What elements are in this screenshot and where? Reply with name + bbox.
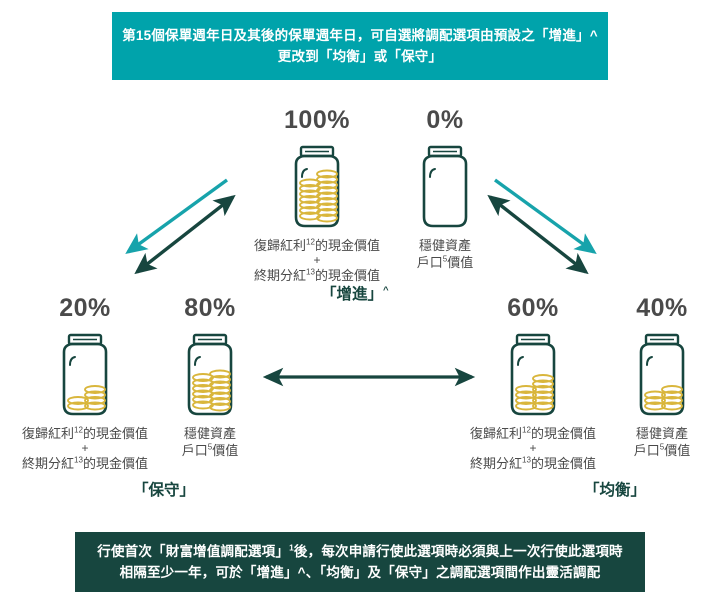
jar-group-balanced-reversionary: 60% [448,296,618,472]
percent-label: 60% [507,294,559,322]
jar-icon [187,333,233,416]
caption-plus: + [81,441,89,455]
caption-line-2: 終期分紅13的現金價值 [254,267,380,283]
footnote-marker: 1 [289,542,294,553]
option-label-balanced: 「均衡」 [584,482,647,499]
footnote-marker: 12 [306,237,315,247]
footnote-marker: 13 [522,455,531,465]
jar-icon-wrap [360,141,530,229]
jar-icon-wrap [232,141,402,229]
option-label-growth: 「增進」^ [321,284,389,303]
percent-label: 0% [426,106,464,134]
caption-plus: + [313,253,321,267]
coin-stack [644,385,683,411]
jar-group-growth-reversionary: 100% [232,108,402,284]
top-banner-line-2: 更改到「均衡」或「保守」 [277,49,443,64]
bottom-banner-line-1: 行使首次「財富增值調配選項」1後，每次申請行使此選項時必須與上一次行使此選項時 [97,542,623,559]
top-banner-line-1: 第15個保單週年日及其後的保單週年日，可自選將調配選項由預設之「增進」^ [122,28,598,43]
jar-caption: 穩健資產 戶口5價值 [360,237,530,271]
jar-icon [62,333,108,416]
coin-stack [67,385,106,411]
footnote-marker: 13 [306,267,315,277]
caption-line-2: 戶口5價值 [416,254,474,270]
jar-icon [422,145,468,228]
caption-line-2: 戶口5價值 [633,442,691,458]
jar-caption: 復歸紅利12的現金價值 + 終期分紅13的現金價值 [448,425,618,472]
caption-line-1: 穩健資產 [183,426,236,441]
bottom-banner: 行使首次「財富增值調配選項」1後，每次申請行使此選項時必須與上一次行使此選項時 … [75,532,645,592]
jar-icon-wrap [448,329,618,417]
footnote-marker: 5 [659,442,665,452]
caption-line-1: 復歸紅利12的現金價值 [254,237,380,253]
caption-line-2: 終期分紅13的現金價值 [470,455,596,471]
jar-group-conservative-stable-asset: 80% [125,296,295,459]
coin-stack [515,374,554,411]
top-banner: 第15個保單週年日及其後的保單週年日，可自選將調配選項由預設之「增進」^ 更改到… [112,12,608,80]
jar-icon-wrap [0,329,170,417]
jar-group-growth-stable-asset: 0% 穩健資產 戶口5價值 [360,108,530,271]
coin-stack [192,369,231,412]
coin-stack [299,169,338,223]
caption-line-2: 終期分紅13的現金價值 [22,455,148,471]
jar-caption: 復歸紅利12的現金價值 + 終期分紅13的現金價值 [0,425,170,472]
jar-caption: 穩健資產 戶口5價值 [577,425,720,459]
arrow-conservative-to-growth-dark [134,194,236,275]
footnote-marker: 13 [74,455,83,465]
jar-group-conservative-reversionary: 20% 復歸紅利12的現金價值 + [0,296,170,472]
jar-group-balanced-stable-asset: 40% 穩健資產 [577,296,720,459]
caption-line-1: 穩健資產 [635,426,688,441]
caption-line-1: 復歸紅利12的現金價值 [22,425,148,441]
footnote-marker: 12 [522,425,531,435]
percent-label: 100% [284,106,350,134]
footnote-marker: ^ [383,284,389,296]
percent-label: 20% [59,294,111,322]
caption-plus: + [529,441,537,455]
option-label-conservative: 「保守」 [133,482,196,499]
jar-caption: 穩健資產 戶口5價值 [125,425,295,459]
caption-line-2: 戶口5價值 [181,442,239,458]
jar-icon-wrap [577,329,720,417]
caption-line-1: 穩健資產 [418,238,471,253]
jar-icon [294,145,340,228]
percent-label: 80% [184,294,236,322]
arrow-growth-to-conservative-teal [125,178,228,254]
jar-icon-wrap [125,329,295,417]
bottom-banner-line-2: 相隔至少一年，可於「增進」^、「均衡」及「保守」之調配選項間作出靈活調配 [119,565,601,580]
jar-icon [639,333,685,416]
footnote-marker: 5 [207,442,213,452]
footnote-marker: 12 [74,425,83,435]
percent-label: 40% [636,294,688,322]
jar-icon [510,333,556,416]
caption-line-1: 復歸紅利12的現金價值 [470,425,596,441]
footnote-marker: 5 [442,254,448,264]
jar-caption: 復歸紅利12的現金價值 + 終期分紅13的現金價值 [232,237,402,284]
